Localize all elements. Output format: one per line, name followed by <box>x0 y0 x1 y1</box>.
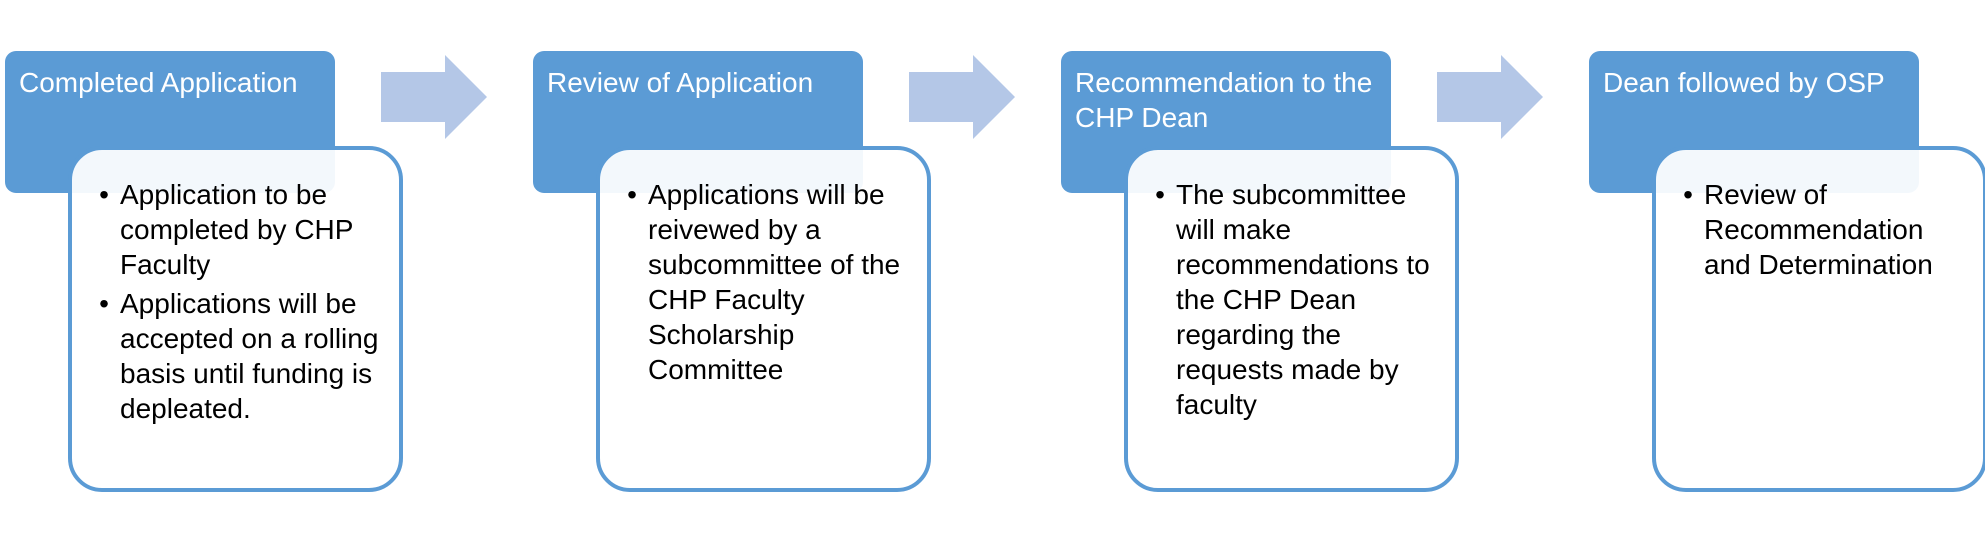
step-1-bullet-list: • Application to be completed by CHP Fac… <box>92 177 381 426</box>
step-1-bullet-1: • Application to be completed by CHP Fac… <box>92 177 381 282</box>
step-4-card: • Review of Recommendation and Determina… <box>1652 146 1985 492</box>
bullet-icon: • <box>99 288 109 319</box>
step-2-bullet-1: • Applications will be reivewed by a sub… <box>620 177 909 387</box>
step-2-bullet-list: • Applications will be reivewed by a sub… <box>620 177 909 387</box>
bullet-icon: • <box>99 179 109 210</box>
step-1-bullet-2: • Applications will be accepted on a rol… <box>92 286 381 426</box>
arrow-right-icon <box>1437 55 1543 139</box>
process-step-4: Dean followed by OSP • Review of Recomme… <box>1589 0 1985 539</box>
bullet-icon: • <box>1683 179 1693 210</box>
process-step-3: Recommendation to the CHP Dean • The sub… <box>1061 0 1461 539</box>
step-1-card: • Application to be completed by CHP Fac… <box>68 146 403 492</box>
step-4-bullet-list: • Review of Recommendation and Determina… <box>1676 177 1965 282</box>
arrow-right-icon <box>909 55 1015 139</box>
bullet-text: The subcommittee will make recommendatio… <box>1176 179 1430 420</box>
bullet-text: Applications will be accepted on a rolli… <box>120 288 379 424</box>
bullet-icon: • <box>1155 179 1165 210</box>
step-3-bullet-1: • The subcommittee will make recommendat… <box>1148 177 1437 422</box>
step-3-bullet-list: • The subcommittee will make recommendat… <box>1148 177 1437 422</box>
step-2-card: • Applications will be reivewed by a sub… <box>596 146 931 492</box>
bullet-text: Applications will be reivewed by a subco… <box>648 179 901 385</box>
process-step-2: Review of Application • Applications wil… <box>533 0 933 539</box>
arrow-right-icon <box>381 55 487 139</box>
bullet-text: Application to be completed by CHP Facul… <box>120 179 353 280</box>
step-4-bullet-1: • Review of Recommendation and Determina… <box>1676 177 1965 282</box>
step-3-card: • The subcommittee will make recommendat… <box>1124 146 1459 492</box>
bullet-text: Review of Recommendation and Determinati… <box>1704 179 1933 280</box>
bullet-icon: • <box>627 179 637 210</box>
process-step-1: Completed Application • Application to b… <box>5 0 405 539</box>
